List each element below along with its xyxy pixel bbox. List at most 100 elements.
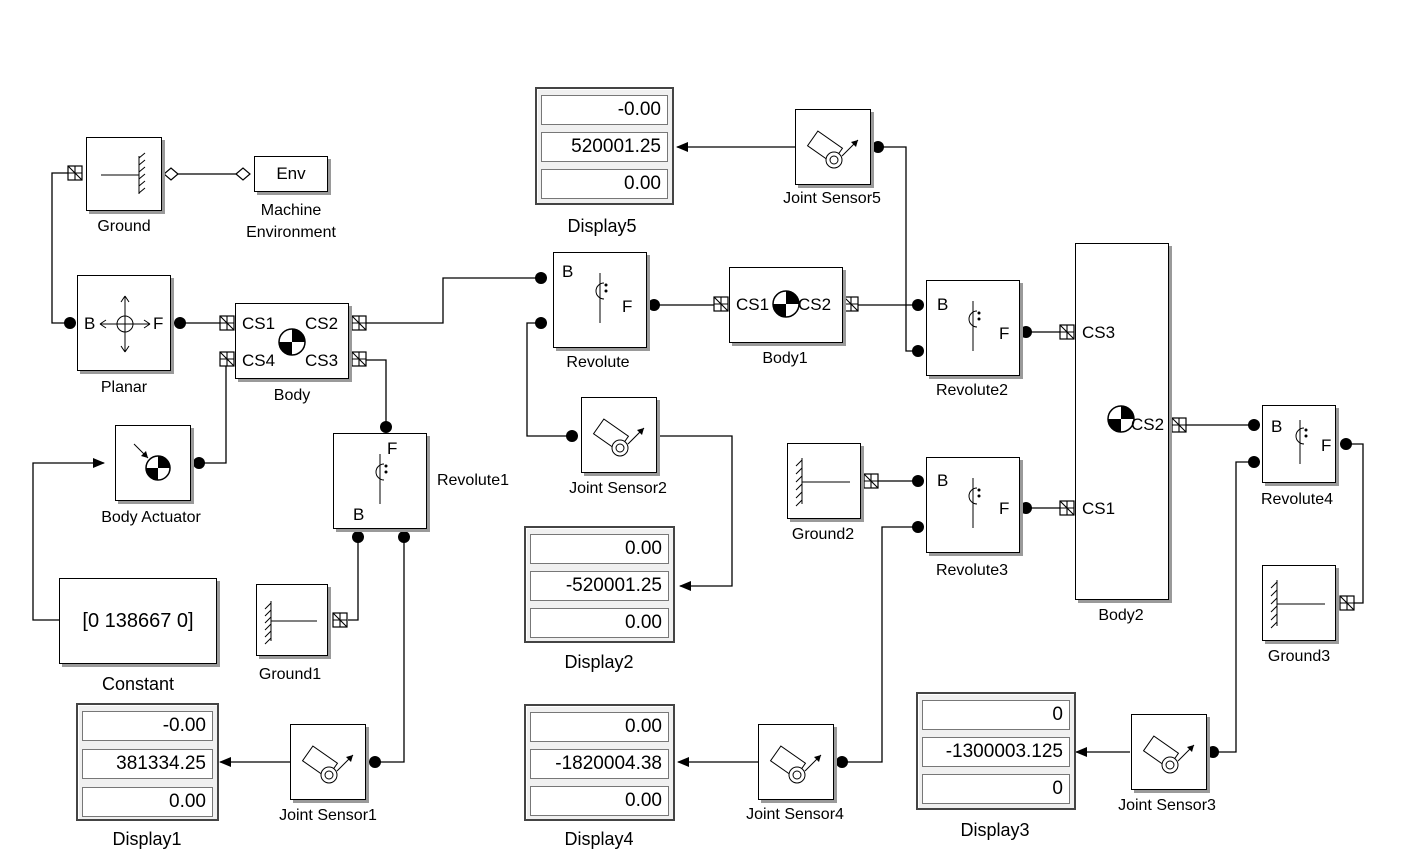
constant-label: Constant xyxy=(101,674,175,694)
center-of-gravity-icon xyxy=(772,290,800,318)
body2-port-cs1: CS1 xyxy=(1082,499,1116,518)
body2-block[interactable]: CS3 CS2 CS1 xyxy=(1075,243,1169,600)
revolute1-port-b: B xyxy=(353,505,365,524)
revolute2-port-b: B xyxy=(937,295,949,314)
body-port-cs2: CS2 xyxy=(305,314,339,333)
joint-sensor-icon xyxy=(1142,735,1195,774)
joint-sensor1-block[interactable] xyxy=(290,724,366,800)
env-block[interactable]: Env xyxy=(254,156,328,192)
joint-sensor-icon xyxy=(301,745,354,784)
body2-port-cs3: CS3 xyxy=(1082,323,1116,342)
revolute1-port-f: F xyxy=(387,439,398,458)
joint-sensor3-block[interactable] xyxy=(1131,714,1207,790)
planar-joint-icon xyxy=(99,295,151,353)
display1-value-1: -0.00 xyxy=(82,711,213,741)
ground1-label: Ground1 xyxy=(258,666,322,683)
joint-sensor4-label: Joint Sensor4 xyxy=(746,806,844,823)
joint-sensor3-label: Joint Sensor3 xyxy=(1118,797,1216,814)
display3-value-3: 0 xyxy=(922,774,1070,804)
planar-port-b: B xyxy=(84,314,96,333)
revolute2-port-f: F xyxy=(999,324,1010,343)
ground-icon xyxy=(795,458,850,507)
revolute3-port-f: F xyxy=(999,499,1010,518)
body1-block[interactable]: CS1 CS2 xyxy=(729,267,843,343)
ground3-block[interactable] xyxy=(1262,565,1336,641)
body-actuator-block[interactable] xyxy=(115,425,191,501)
revolute-port-f: F xyxy=(622,297,633,316)
revolute4-port-f: F xyxy=(1321,436,1332,455)
center-of-gravity-icon xyxy=(1107,405,1135,433)
display3-value-1: 0 xyxy=(922,700,1070,730)
joint-sensor1-label: Joint Sensor1 xyxy=(279,807,377,824)
display2-label: Display2 xyxy=(564,652,634,672)
joint-sensor-icon xyxy=(769,745,822,784)
revolute-label: Revolute xyxy=(566,354,630,371)
ground-icon xyxy=(1270,580,1325,629)
revolute-joint-icon xyxy=(595,273,608,323)
revolute-joint-icon xyxy=(968,301,981,351)
revolute2-label: Revolute2 xyxy=(935,382,1009,399)
display4-block[interactable]: 0.00 -1820004.38 0.00 xyxy=(524,704,675,821)
ground3-label: Ground3 xyxy=(1267,648,1331,665)
display1-block[interactable]: -0.00 381334.25 0.00 xyxy=(76,703,219,821)
joint-sensor-icon xyxy=(806,130,859,169)
ground-block[interactable] xyxy=(86,137,162,211)
display5-block[interactable]: -0.00 520001.25 0.00 xyxy=(535,87,674,205)
revolute-joint-icon xyxy=(1295,420,1308,464)
body1-port-cs1: CS1 xyxy=(736,295,770,314)
machine-env-label-line2: Environment xyxy=(246,224,336,241)
body1-port-cs2: CS2 xyxy=(798,295,832,314)
revolute-block[interactable]: B F xyxy=(553,252,647,348)
display5-value-3: 0.00 xyxy=(541,169,668,199)
display4-label: Display4 xyxy=(564,829,634,849)
revolute3-port-b: B xyxy=(937,471,949,490)
joint-sensor5-label: Joint Sensor5 xyxy=(783,190,881,207)
planar-port-f: F xyxy=(153,314,164,333)
revolute1-block[interactable]: F B xyxy=(333,433,427,529)
revolute3-block[interactable]: B F xyxy=(926,457,1020,553)
body-block[interactable]: CS1 CS2 CS4 CS3 xyxy=(235,303,349,379)
ground1-block[interactable] xyxy=(256,584,328,656)
revolute4-block[interactable]: B F xyxy=(1262,405,1336,483)
ground2-block[interactable] xyxy=(787,443,861,519)
revolute2-block[interactable]: B F xyxy=(926,280,1020,376)
display4-value-1: 0.00 xyxy=(530,712,669,742)
display3-block[interactable]: 0 -1300003.125 0 xyxy=(916,692,1076,810)
display2-value-3: 0.00 xyxy=(530,608,669,638)
joint-sensor4-block[interactable] xyxy=(758,724,834,800)
display1-value-2: 381334.25 xyxy=(82,749,213,779)
display2-value-2: -520001.25 xyxy=(530,571,669,601)
center-of-gravity-icon xyxy=(278,328,306,356)
display3-label: Display3 xyxy=(960,820,1030,840)
body-actuator-icon xyxy=(133,443,171,481)
revolute1-label: Revolute1 xyxy=(436,472,510,489)
planar-label: Planar xyxy=(100,379,148,396)
display5-value-2: 520001.25 xyxy=(541,132,668,162)
display4-value-2: -1820004.38 xyxy=(530,749,669,779)
body-actuator-label: Body Actuator xyxy=(101,509,201,526)
display4-value-3: 0.00 xyxy=(530,786,669,816)
display2-block[interactable]: 0.00 -520001.25 0.00 xyxy=(524,526,675,643)
joint-sensor5-block[interactable] xyxy=(795,109,871,185)
body2-port-cs2: CS2 xyxy=(1131,415,1165,434)
revolute-joint-icon xyxy=(968,478,981,528)
ground2-label: Ground2 xyxy=(791,526,855,543)
ground-icon xyxy=(101,152,146,194)
ground-label: Ground xyxy=(97,218,151,235)
display5-label: Display5 xyxy=(567,216,637,236)
display1-value-3: 0.00 xyxy=(82,787,213,817)
body-port-cs1: CS1 xyxy=(242,314,276,333)
revolute3-label: Revolute3 xyxy=(935,562,1009,579)
planar-block[interactable]: B F xyxy=(77,275,171,371)
body1-label: Body1 xyxy=(762,350,808,367)
revolute-port-b: B xyxy=(562,262,574,281)
constant-block[interactable]: [0 138667 0] xyxy=(59,578,217,664)
body-label: Body xyxy=(273,387,311,404)
body2-label: Body2 xyxy=(1098,607,1144,624)
joint-sensor2-label: Joint Sensor2 xyxy=(569,480,667,497)
body-port-cs4: CS4 xyxy=(242,351,276,370)
revolute-joint-icon xyxy=(375,454,388,504)
joint-sensor2-block[interactable] xyxy=(581,397,657,473)
revolute4-label: Revolute4 xyxy=(1260,491,1334,508)
